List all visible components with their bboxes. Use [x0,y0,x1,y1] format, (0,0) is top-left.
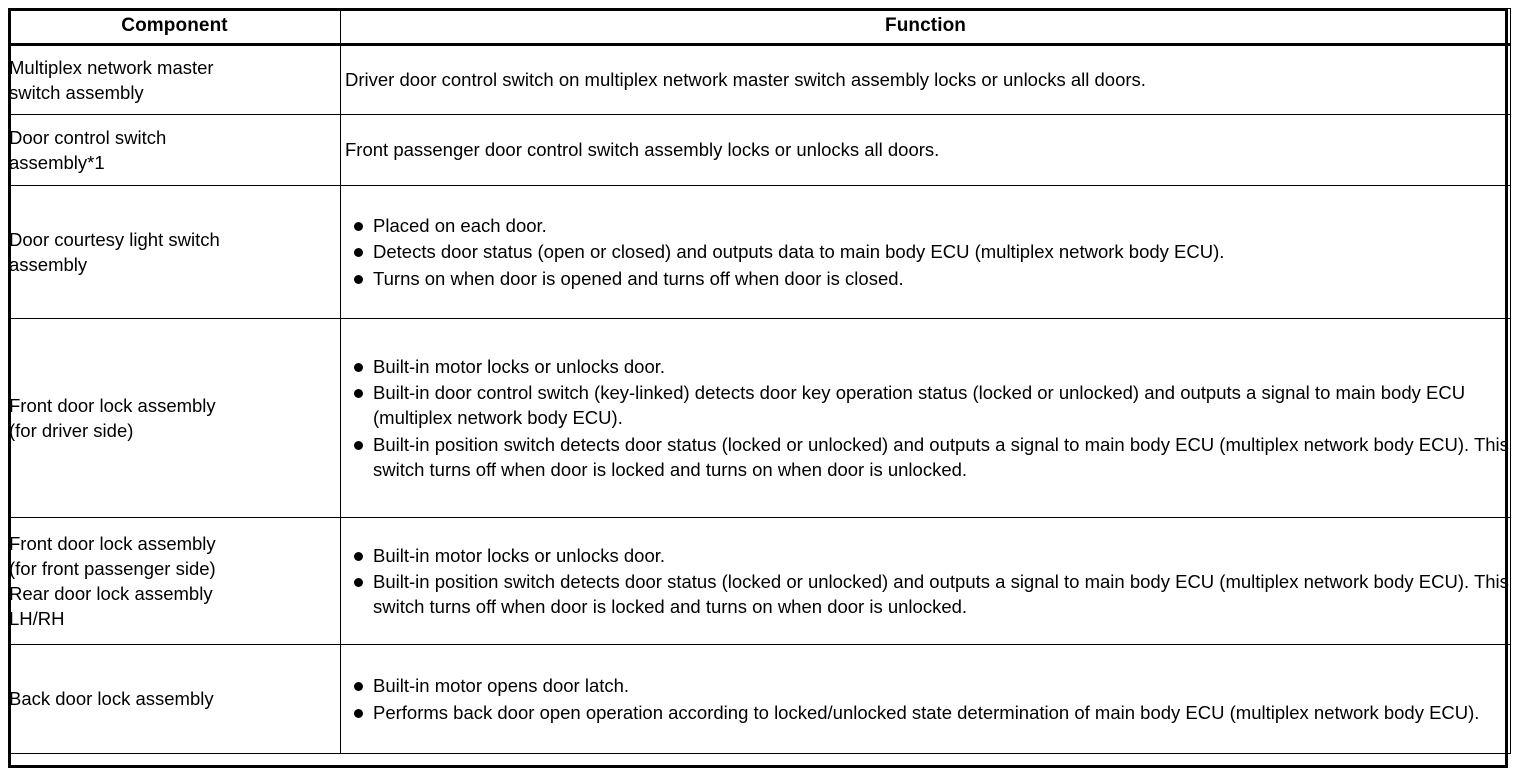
table-row: Multiplex network master switch assembly… [8,44,1511,115]
bullet-icon [354,389,363,399]
table-row: Door control switch assembly*1 Front pas… [8,114,1511,186]
list-item-text: Performs back door open operation accord… [373,701,1480,723]
column-header-component: Component [8,8,341,46]
component-line: assembly*1 [9,152,105,173]
list-item: Built-in motor locks or unlocks door. [341,543,1510,568]
component-cell: Back door lock assembly [8,644,341,754]
list-item: Built-in motor locks or unlocks door. [341,354,1510,379]
bullet-icon [354,682,363,692]
bullet-icon [354,440,363,450]
list-item: Turns on when door is opened and turns o… [341,266,1510,291]
function-bullet-list: Built-in motor opens door latch. Perform… [341,673,1510,724]
component-line: switch assembly [9,82,144,103]
component-line: Door courtesy light switch [9,228,220,250]
bullet-icon [354,363,363,373]
component-line: Door control switch [9,126,167,148]
component-line: (for front passenger side) [9,557,216,579]
list-item: Built-in door control switch (key-linked… [341,380,1510,430]
table-row: Front door lock assembly (for front pass… [8,517,1511,645]
list-item: Performs back door open operation accord… [341,700,1510,725]
list-item-text: Built-in position switch detects door st… [373,570,1509,618]
list-item-text: Built-in motor opens door latch. [373,675,630,697]
bullet-icon [354,274,363,284]
bullet-icon [354,577,363,587]
list-item: Detects door status (open or closed) and… [341,239,1510,264]
function-cell: Built-in motor locks or unlocks door. Bu… [340,517,1511,645]
component-line: Back door lock assembly [9,688,214,710]
column-header-function: Function [340,8,1511,46]
list-item: Built-in position switch detects door st… [341,569,1510,619]
function-cell: Placed on each door. Detects door status… [340,185,1511,319]
bullet-icon [354,248,363,258]
component-line: Front door lock assembly [9,532,216,554]
component-line: Multiplex network master [9,56,214,78]
list-item-text: Detects door status (open or closed) and… [373,241,1225,263]
function-text: Front passenger door control switch asse… [345,139,940,161]
table-body: Multiplex network master switch assembly… [8,44,1511,754]
function-cell: Front passenger door control switch asse… [340,114,1511,186]
table-header-row: Component Function [8,8,1511,46]
table-row: Back door lock assembly Built-in motor o… [8,644,1511,754]
function-cell: Built-in motor locks or unlocks door. Bu… [340,318,1511,518]
component-function-table: Component Function Multiplex network mas… [8,8,1511,754]
component-cell: Door courtesy light switch assembly [8,185,341,319]
list-item-text: Built-in door control switch (key-linked… [373,382,1466,429]
list-item-text: Placed on each door. [373,215,547,237]
function-bullet-list: Placed on each door. Detects door status… [341,213,1510,290]
component-line: (for driver side) [9,420,134,441]
function-bullet-list: Built-in motor locks or unlocks door. Bu… [341,543,1510,619]
table-row: Front door lock assembly (for driver sid… [8,318,1511,518]
component-cell: Door control switch assembly*1 [8,114,341,186]
component-cell: Multiplex network master switch assembly [8,44,341,115]
bullet-icon [354,551,363,561]
table-header: Component Function [8,8,1511,46]
component-cell: Front door lock assembly (for front pass… [8,517,341,645]
table-row: Door courtesy light switch assembly Plac… [8,185,1511,319]
list-item-text: Built-in motor locks or unlocks door. [373,356,666,378]
function-cell: Built-in motor opens door latch. Perform… [340,644,1511,754]
function-cell: Driver door control switch on multiplex … [340,44,1511,115]
function-text: Driver door control switch on multiplex … [345,69,1146,91]
component-line: Rear door lock assembly [9,583,213,604]
component-line: assembly [9,254,88,275]
list-item-text: Built-in position switch detects door st… [373,433,1509,480]
component-line: Front door lock assembly [9,394,216,416]
component-cell: Front door lock assembly (for driver sid… [8,318,341,518]
component-line: LH/RH [9,608,65,630]
list-item-text: Built-in motor locks or unlocks door. [373,544,666,566]
list-item-text: Turns on when door is opened and turns o… [373,267,904,289]
bullet-icon [354,708,363,718]
function-bullet-list: Built-in motor locks or unlocks door. Bu… [341,354,1510,482]
list-item: Built-in motor opens door latch. [341,673,1510,698]
bullet-icon [354,222,363,232]
list-item: Built-in position switch detects door st… [341,432,1510,482]
list-item: Placed on each door. [341,213,1510,238]
